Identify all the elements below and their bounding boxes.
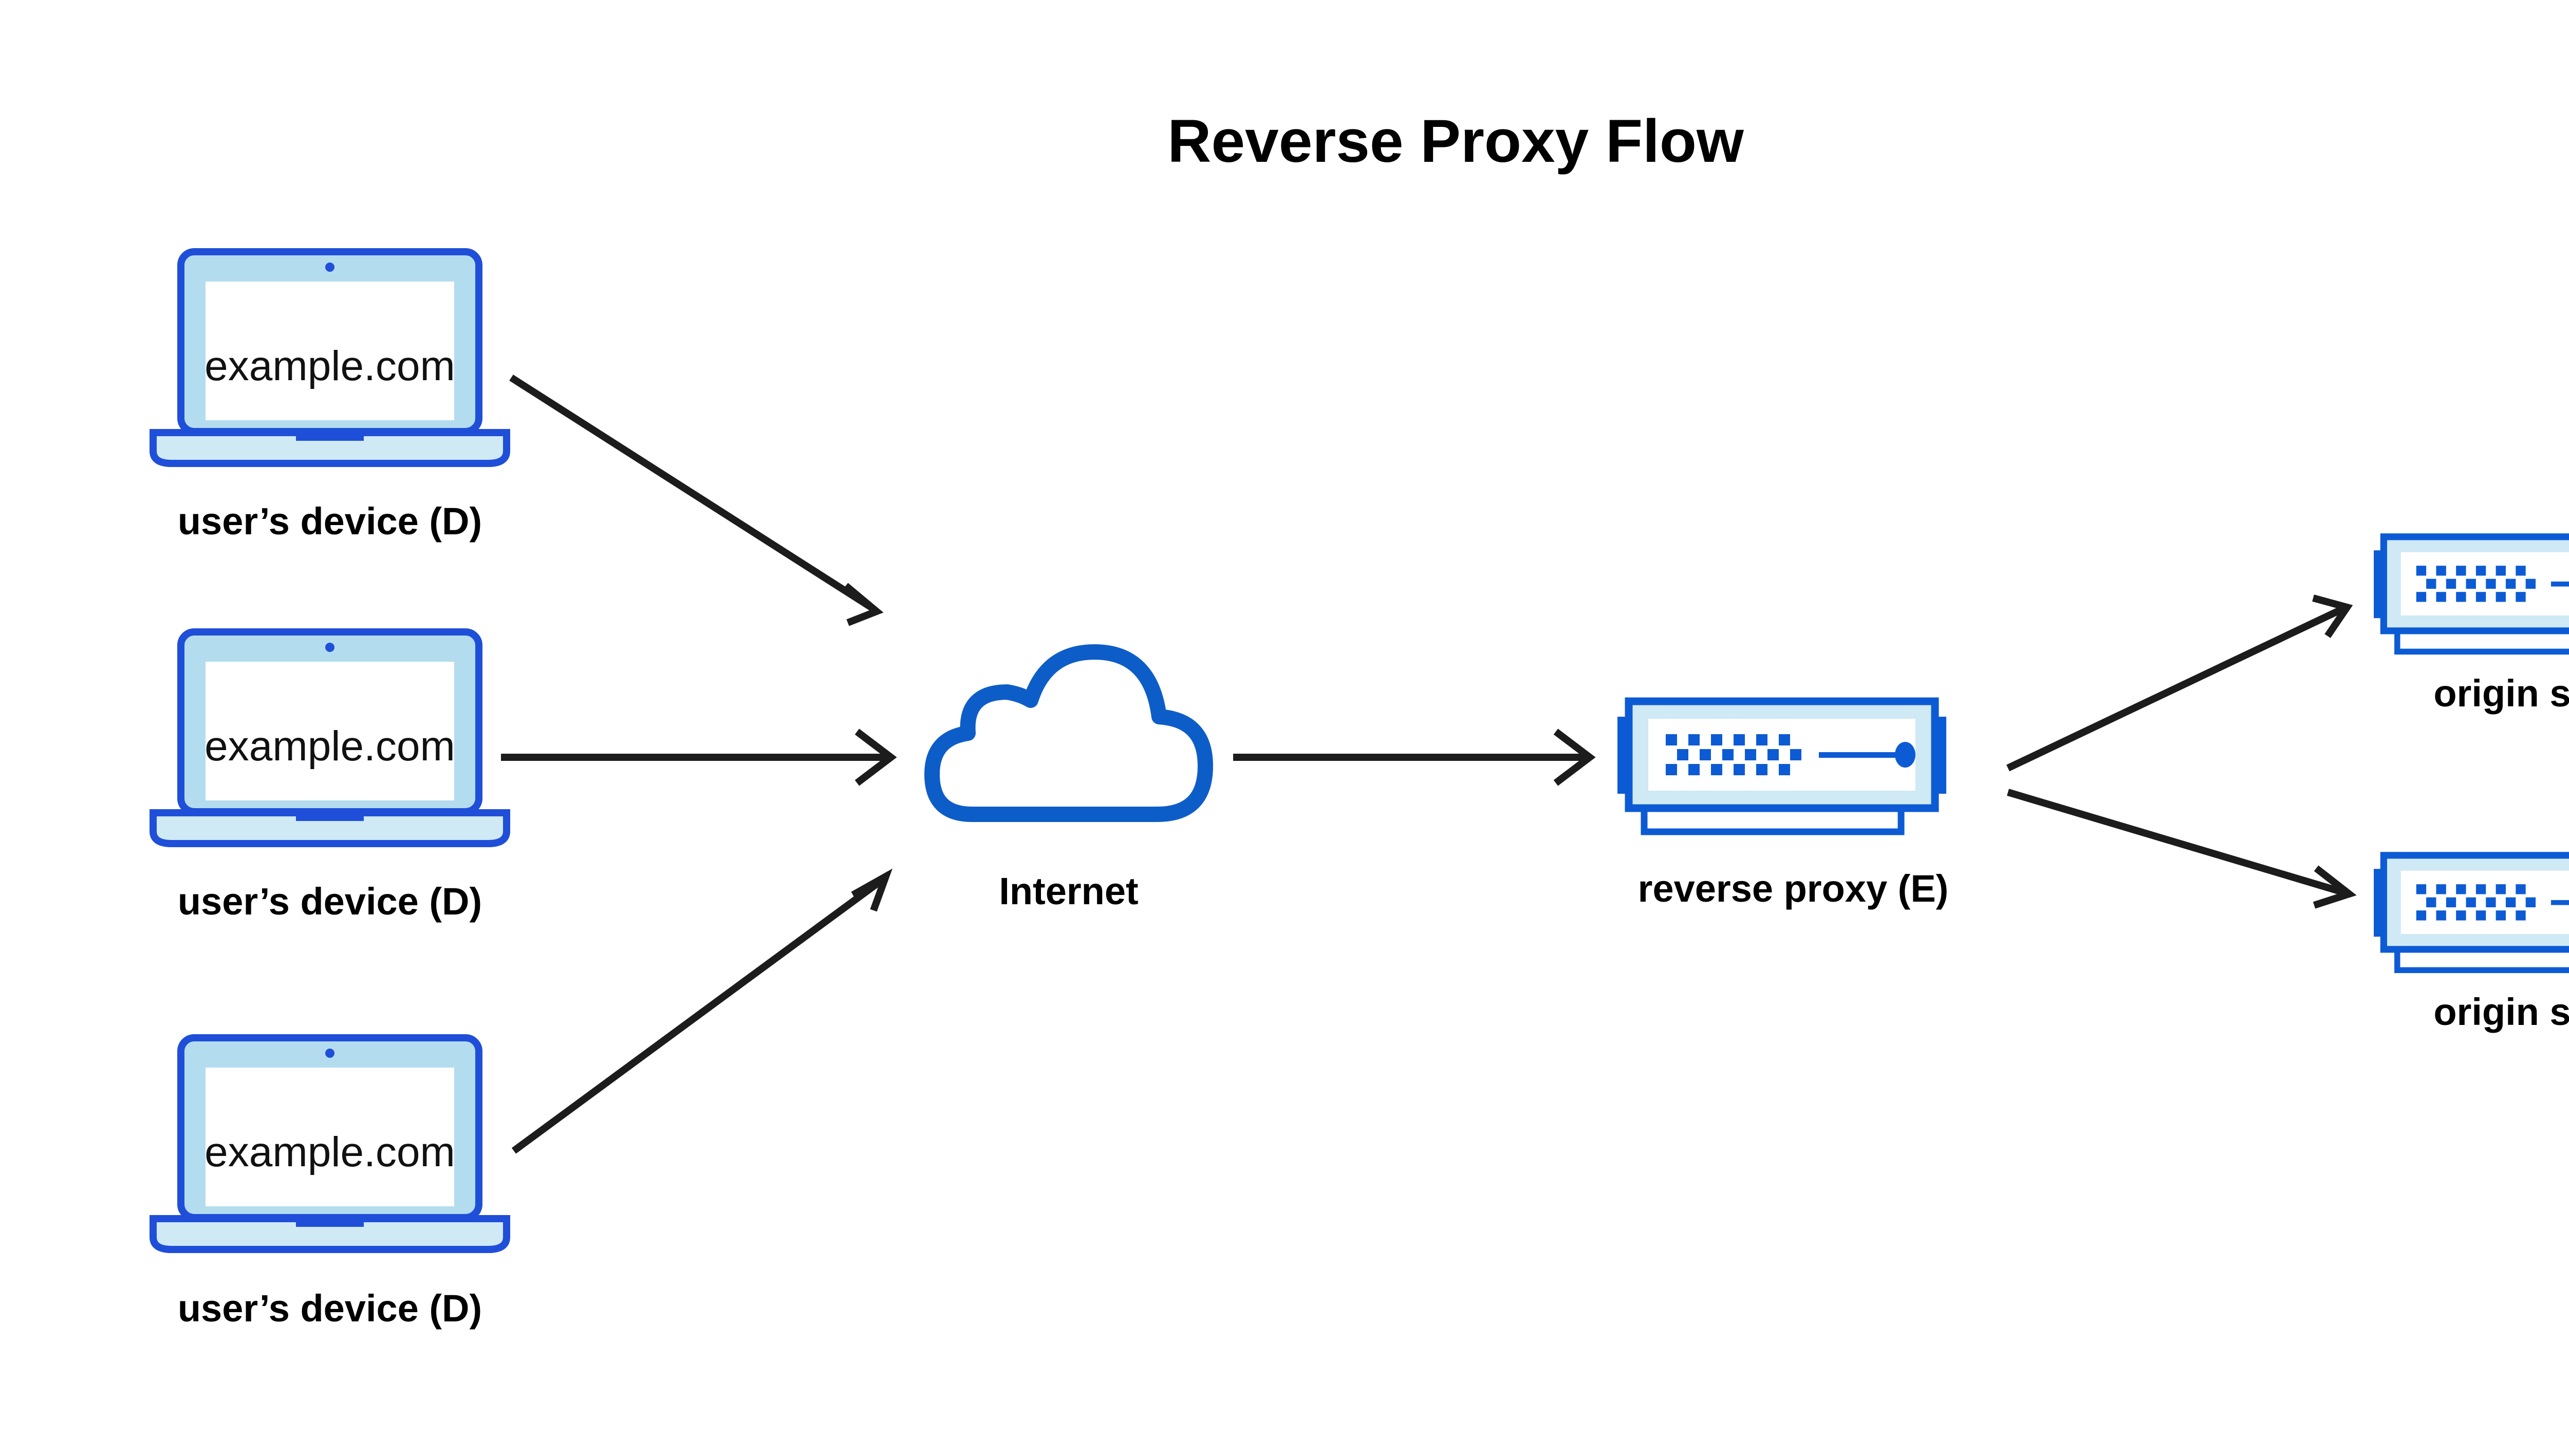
reverse-proxy-label: reverse proxy (E) xyxy=(1638,867,1949,910)
edge-device2-to-internet xyxy=(501,729,897,786)
device-screen-text: example.com xyxy=(204,343,455,389)
node-users-device-1[interactable]: example.com user’s device (D) xyxy=(153,252,507,543)
node-reverse-proxy[interactable]: reverse proxy (E) xyxy=(1617,701,1948,910)
server-icon xyxy=(1617,701,1946,832)
device-label: user’s device (D) xyxy=(178,880,482,923)
edge-group xyxy=(501,375,2357,1154)
node-users-device-2[interactable]: example.com user’s device (D) xyxy=(153,632,507,923)
internet-label: Internet xyxy=(999,870,1138,912)
edge-device1-to-internet xyxy=(509,375,884,626)
device-label: user’s device (D) xyxy=(178,500,482,543)
server-icon xyxy=(2374,855,2569,970)
edge-proxy-to-origin1 xyxy=(2006,594,2353,772)
server-icon xyxy=(2374,537,2569,652)
node-users-device-3[interactable]: example.com user’s device (D) xyxy=(153,1038,507,1330)
node-origin-server-1[interactable]: origin server (F) xyxy=(2374,537,2569,715)
device-screen-text: example.com xyxy=(204,723,455,770)
node-internet[interactable]: Internet xyxy=(932,652,1205,912)
cloud-icon xyxy=(932,652,1205,814)
edge-internet-to-proxy xyxy=(1233,729,1596,786)
edge-proxy-to-origin2 xyxy=(2006,789,2357,909)
edge-device3-to-internet xyxy=(511,868,893,1154)
origin-server-label: origin server (F) xyxy=(2433,672,2569,715)
page-title: Reverse Proxy Flow xyxy=(1167,107,1744,175)
origin-server-label: origin server (F) xyxy=(2433,991,2569,1033)
device-screen-text: example.com xyxy=(204,1129,455,1175)
node-origin-server-2[interactable]: origin server (F) xyxy=(2374,855,2569,1033)
device-label: user’s device (D) xyxy=(178,1287,482,1330)
